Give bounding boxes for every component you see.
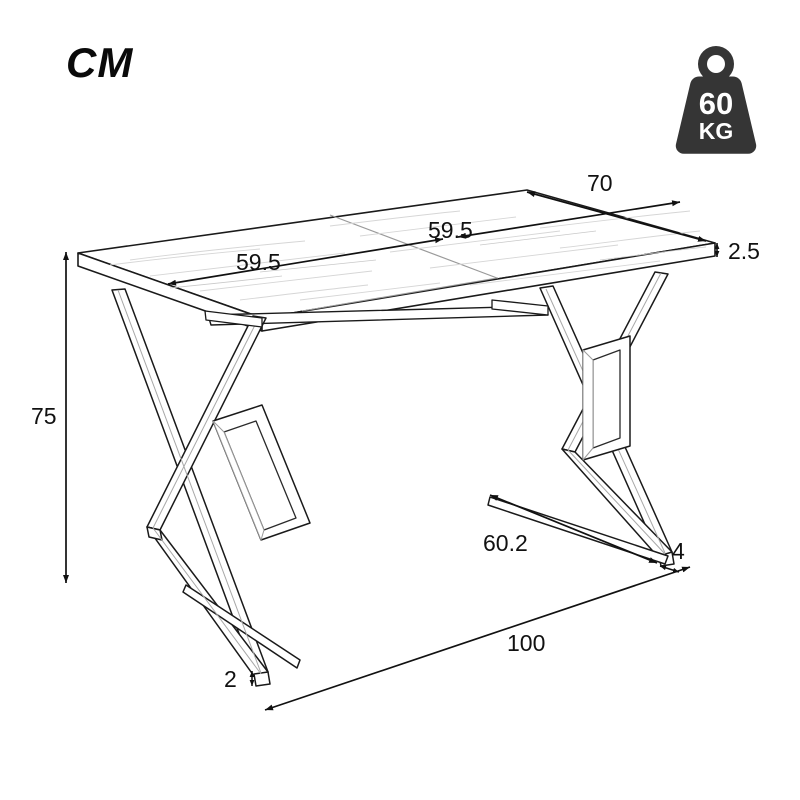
dim-line-overall-width: [264, 566, 691, 711]
weight-icon: 60 KG: [668, 44, 764, 156]
dimension-top-right-width: 59.5: [428, 217, 473, 243]
weight-value: 60: [699, 86, 733, 121]
dimension-foot-width: 4: [672, 538, 685, 564]
dimension-foot-depth: 60.2: [483, 530, 528, 556]
right-leg-center-block: [582, 335, 631, 461]
dimension-depth: 70: [587, 170, 613, 196]
weight-icon-glyph: 60 KG: [675, 46, 757, 154]
dimension-top-left-width: 59.5: [236, 249, 281, 275]
dimension-foot-height: 2: [224, 666, 237, 692]
unit-label: CM: [66, 39, 134, 86]
left-leg-inner-lines: [117, 289, 262, 675]
dim-line-left-width: [167, 237, 444, 286]
dimension-overall-width: 100: [507, 630, 546, 656]
leg-top-brackets: [204, 299, 549, 328]
dimension-lines: [63, 191, 720, 711]
weight-unit: KG: [699, 118, 734, 144]
dim-line-foot-depth: [489, 494, 658, 564]
dimension-thickness: 2.5: [728, 238, 760, 264]
dimension-height: 75: [31, 403, 57, 429]
dim-line-depth: [526, 191, 707, 242]
left-leg-center-block: [212, 404, 311, 541]
